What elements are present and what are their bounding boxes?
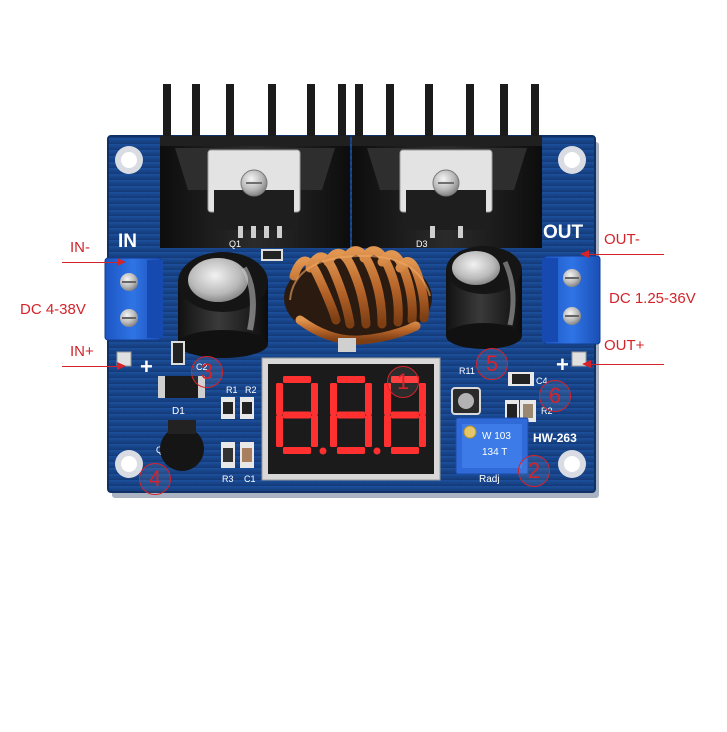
label-out-range: DC 1.25-36V: [609, 290, 696, 307]
digit-3-segment-b: [419, 383, 426, 415]
silk-in-label: IN: [118, 231, 137, 252]
label-in-plus: IN+: [70, 343, 94, 360]
label-in-minus: IN-: [70, 239, 90, 256]
digit-3-segment-c: [419, 415, 426, 447]
silk-d1: D1: [172, 406, 185, 417]
digit-1-segment-f: [276, 383, 283, 415]
digit-1-segment-d: [283, 447, 311, 454]
silk-c1: C1: [244, 474, 256, 484]
silk-q1: Q1: [229, 239, 241, 249]
digit-3-segment-e: [384, 415, 391, 447]
input-capacitor: [178, 252, 268, 358]
digit-1-segment-g: [283, 411, 311, 419]
output-capacitor: [446, 246, 522, 349]
digit-1-segment-e: [276, 415, 283, 447]
digit-2-segment-a: [337, 376, 365, 383]
digit-2-segment-c: [365, 415, 372, 447]
smd-components: [158, 249, 536, 468]
trim-potentiometer: W 103 134 T: [455, 417, 529, 475]
digit-2-segment-e: [330, 415, 337, 447]
digit-1-segment-b: [311, 383, 318, 415]
digit-2-segment-g: [337, 411, 365, 419]
inductor-coil: [284, 246, 432, 345]
digit-1-decimal-point: [319, 447, 327, 455]
label-out-minus: OUT-: [604, 231, 640, 248]
digit-3-segment-d: [391, 447, 419, 454]
pot-code-1: W 103: [482, 431, 511, 442]
regulator-tab-q1: [207, 149, 301, 238]
digit-3-segment-g: [391, 411, 419, 419]
callout-5: 5: [476, 348, 508, 380]
arrow-out-minus: [580, 250, 664, 258]
digit-2-segment-f: [330, 383, 337, 415]
silk-plus-right: +: [556, 352, 569, 377]
silk-d3: D3: [416, 239, 428, 249]
digit-2-segment-b: [365, 383, 372, 415]
callout-3: 3: [191, 356, 223, 388]
silk-r11: R11: [459, 366, 475, 376]
pot-code-2: 134 T: [482, 447, 507, 458]
digit-2-segment-d: [337, 447, 365, 454]
diode-tab-d3: [399, 149, 493, 238]
callout-2: 2: [518, 455, 550, 487]
silk-c4: C4: [536, 376, 548, 386]
digit-2-decimal-point: [373, 447, 381, 455]
callout-4: 4: [139, 463, 171, 495]
arrow-out-plus: [582, 360, 664, 368]
input-terminal-block: [104, 257, 163, 341]
mounting-holes: [115, 146, 586, 478]
digit-1-segment-a: [283, 376, 311, 383]
silk-r1: R1: [226, 385, 238, 395]
seven-segment-digits: [276, 376, 426, 455]
callout-1: 1: [387, 366, 419, 398]
label-in-range: DC 4-38V: [20, 301, 86, 318]
silk-plus-left: +: [140, 354, 153, 379]
silk-radj: Radj: [479, 474, 500, 485]
output-terminal-block: [542, 255, 601, 345]
label-out-plus: OUT+: [604, 337, 645, 354]
arrow-in-plus: [62, 362, 126, 370]
transistor-q2: [160, 420, 205, 471]
silk-out-label: OUT: [543, 222, 584, 243]
callout-6: 6: [539, 380, 571, 412]
digit-1-segment-c: [311, 415, 318, 447]
silk-r2: R2: [245, 385, 257, 395]
silk-r3: R3: [222, 474, 234, 484]
silk-model: HW-263: [533, 431, 577, 445]
arrow-in-minus: [62, 258, 126, 266]
silk-r2-right: R2: [541, 406, 553, 416]
